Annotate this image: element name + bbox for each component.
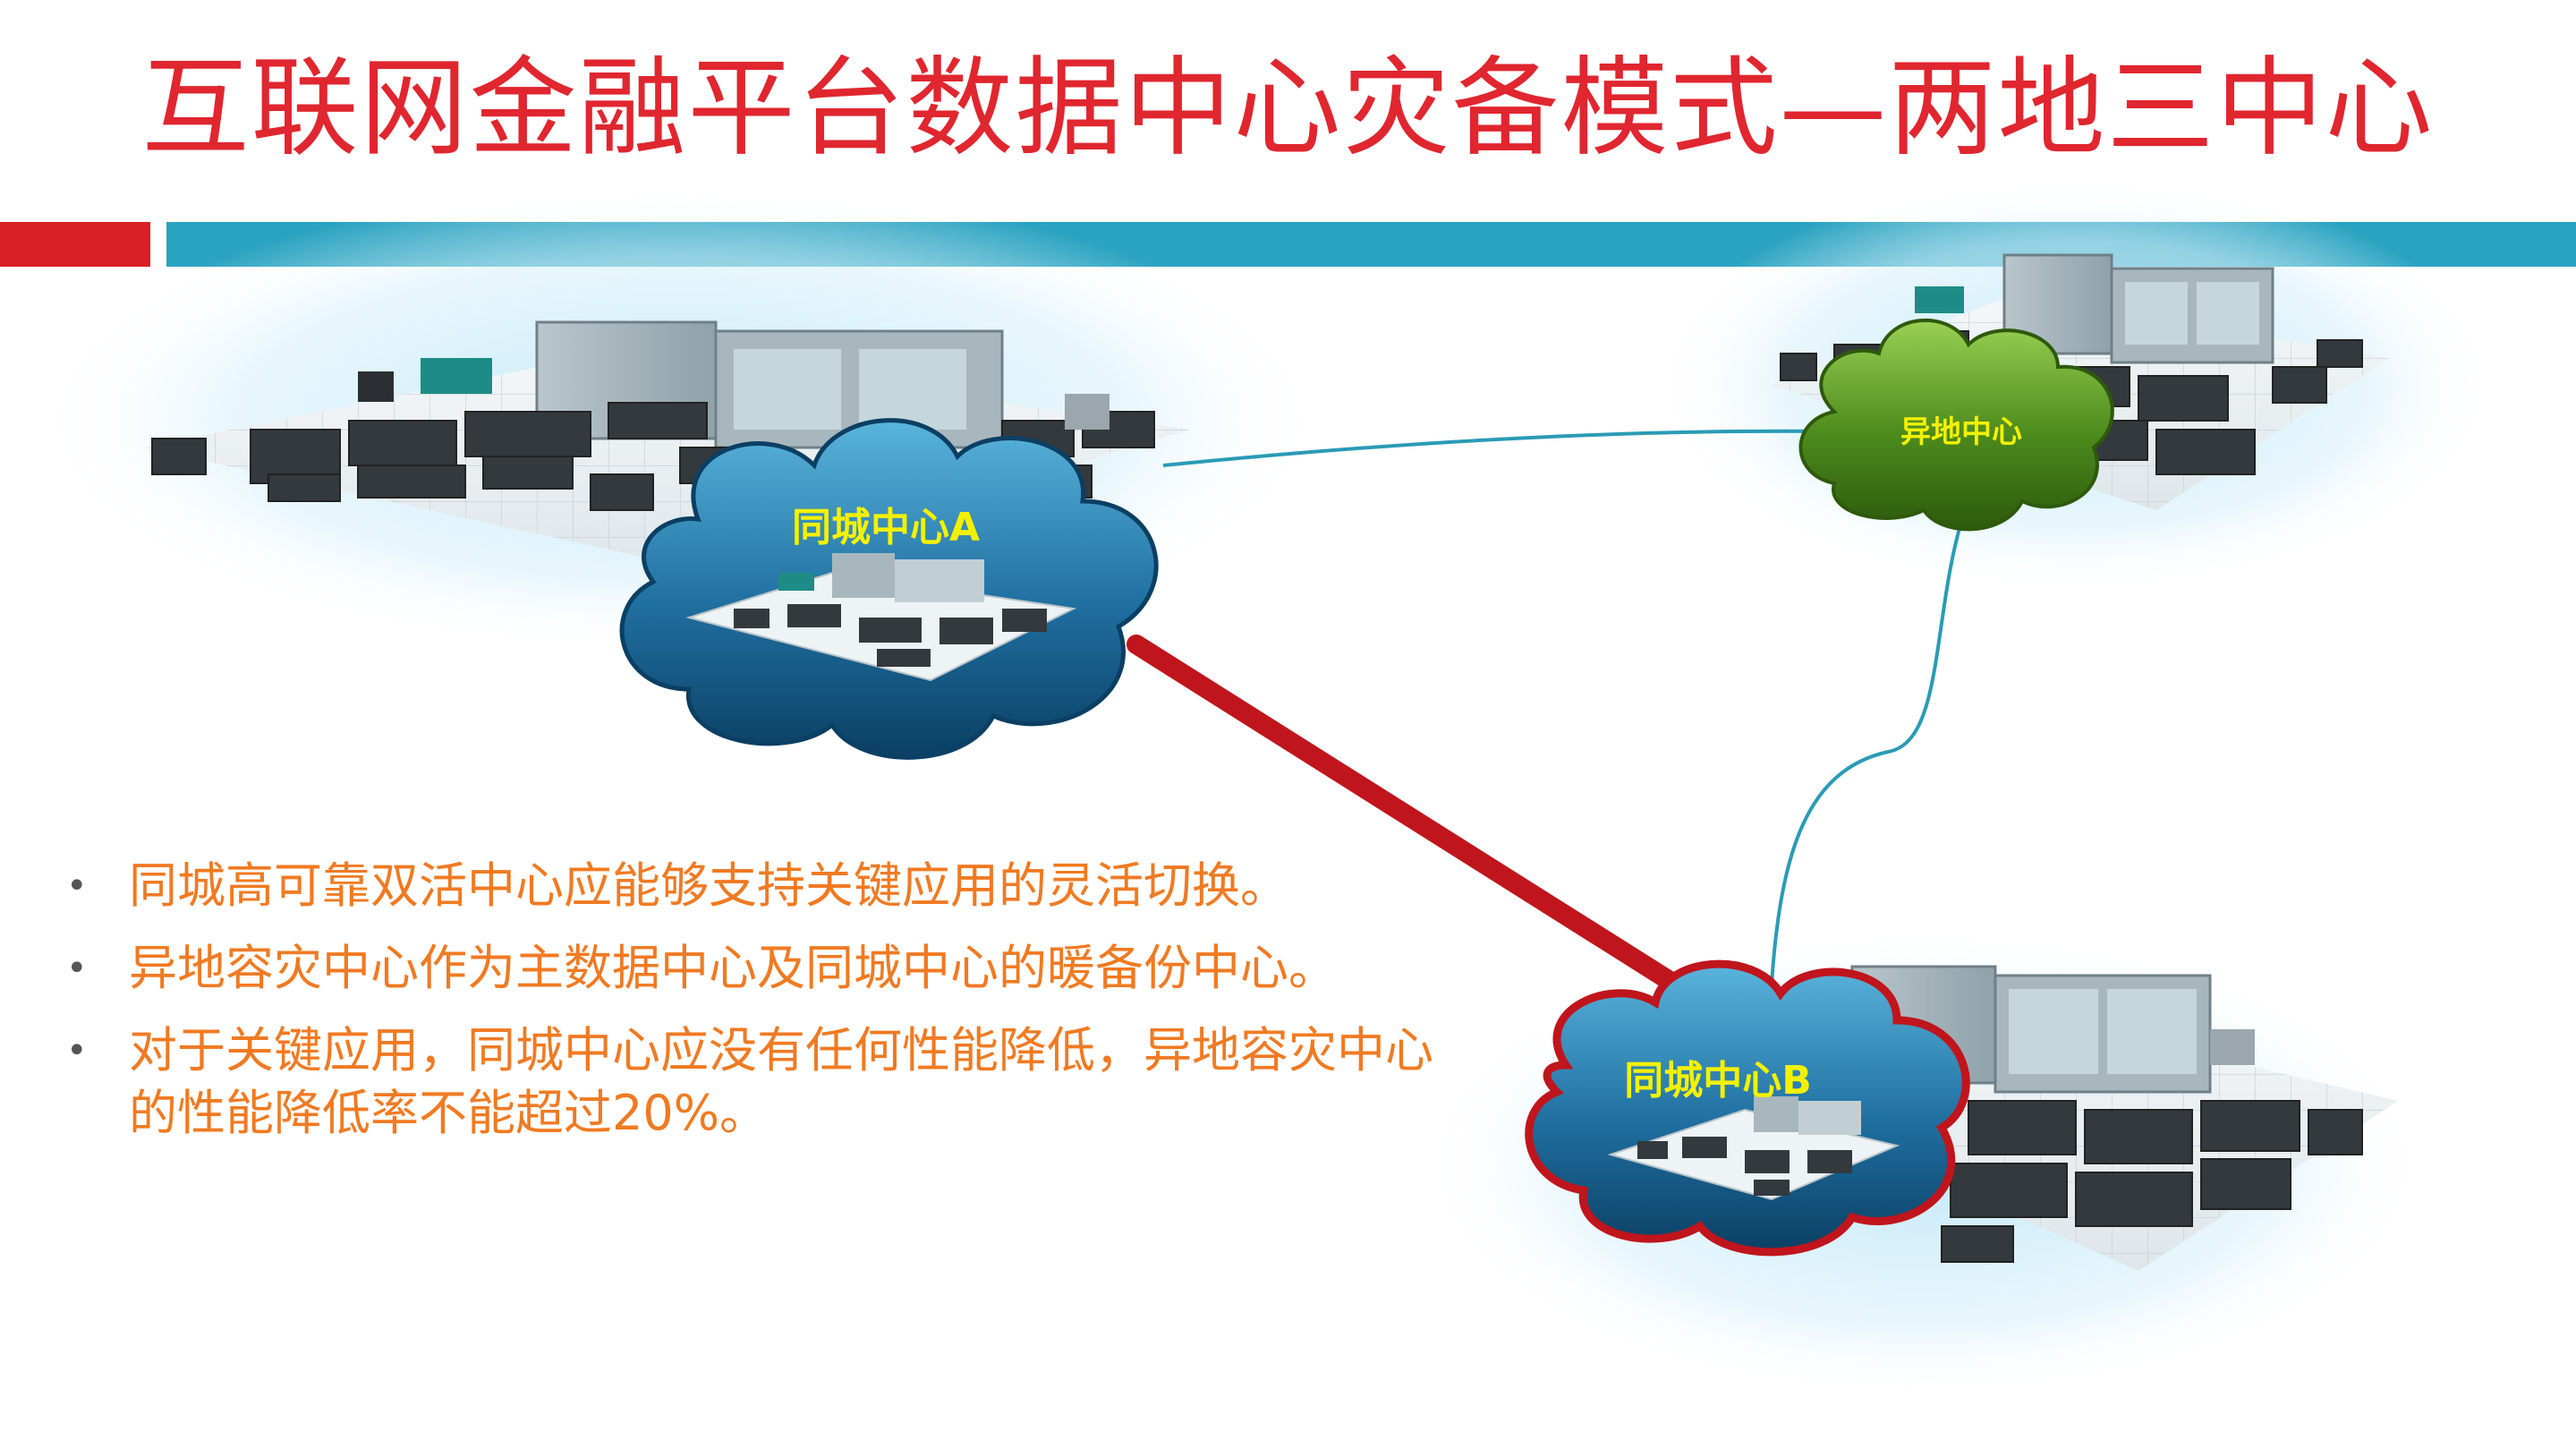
- bullet-text: 异地容灾中心作为主数据中心及同城中心的暖备份中心。: [129, 940, 1337, 996]
- bullet-item: • 异地容灾中心作为主数据中心及同城中心的暖备份中心。: [64, 937, 1460, 1000]
- title-divider-red: [0, 222, 150, 267]
- link-remote-b: [1770, 527, 1961, 985]
- center-b-label: 同城中心B: [1624, 1058, 1812, 1104]
- bullet-dot: •: [66, 1030, 88, 1071]
- datacenter-a-floor: [143, 320, 1190, 573]
- cloud-center-b: [1525, 959, 1970, 1257]
- bullet-item: • 同城高可靠双活中心应能够支持关键应用的灵活切换。: [64, 855, 1460, 917]
- cloud-remote-center: [1798, 318, 2114, 532]
- cloud-center-a: [619, 418, 1159, 760]
- bullet-text: 对于关键应用，同城中心应没有任何性能降低，异地容灾中心的性能降低率不能超过20%…: [129, 1022, 1433, 1141]
- center-a-label: 同城中心A: [792, 505, 980, 550]
- bullet-text: 同城高可靠双活中心应能够支持关键应用的灵活切换。: [129, 857, 1288, 914]
- link-a-b: [1126, 635, 1728, 1021]
- link-a-remote: [1162, 429, 1826, 467]
- bullet-item: • 对于关键应用，同城中心应没有任何性能降低，异地容灾中心的性能降低率不能超过20…: [64, 1019, 1460, 1145]
- bullet-dot: •: [66, 865, 88, 907]
- remote-center-label: 异地中心: [1900, 414, 2022, 450]
- page-title: 互联网金融平台数据中心灾备模式—两地三中心: [141, 47, 2435, 171]
- bullet-dot: •: [66, 948, 88, 989]
- bullet-list: • 同城高可靠双活中心应能够支持关键应用的灵活切换。 • 异地容灾中心作为主数据中心…: [64, 855, 1460, 1164]
